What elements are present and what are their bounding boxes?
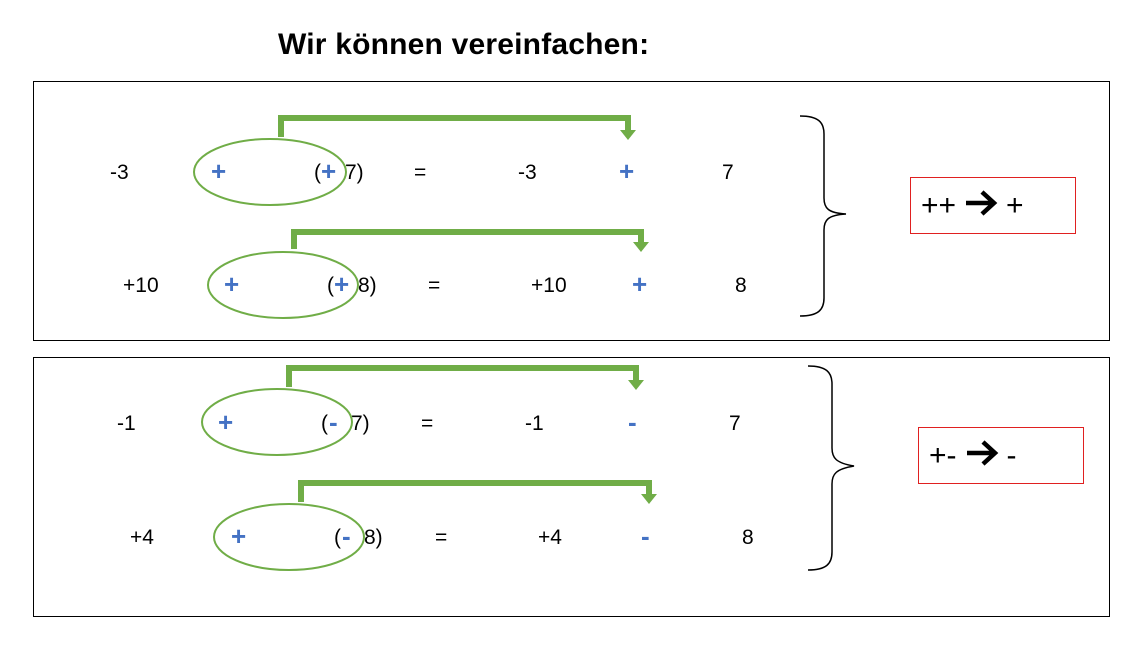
- term-left: -1: [117, 412, 136, 435]
- result-term-left: -1: [525, 412, 544, 435]
- term-left: -3: [110, 161, 129, 184]
- term-right: 7): [345, 161, 364, 184]
- term-left: +4: [130, 526, 154, 549]
- result-sign: -: [628, 407, 637, 437]
- arrow-right-icon: [964, 189, 998, 223]
- panel-mixed-signs: [33, 357, 1110, 617]
- arrow-right-icon: [965, 439, 999, 473]
- panel-same-signs: [33, 81, 1110, 341]
- result-term-right: 8: [735, 274, 747, 297]
- term-right: 8): [364, 526, 383, 549]
- result-term-right: 8: [742, 526, 754, 549]
- equals-sign: =: [414, 161, 427, 184]
- result-sign: -: [641, 521, 650, 551]
- paren-open: (: [327, 274, 334, 297]
- operator-sign: +: [218, 407, 234, 437]
- equals-sign: =: [428, 274, 441, 297]
- inner-sign: +: [321, 156, 337, 186]
- page-title: Wir können vereinfachen:: [278, 28, 650, 61]
- equals-sign: =: [435, 526, 448, 549]
- result-term-left: -3: [518, 161, 537, 184]
- term-left: +10: [123, 274, 159, 297]
- operator-sign: +: [211, 156, 227, 186]
- rule-right: +: [1006, 188, 1024, 222]
- paren-open: (: [334, 526, 341, 549]
- result-term-left: +10: [531, 274, 567, 297]
- term-right: 8): [358, 274, 377, 297]
- rule-left: ++: [921, 188, 957, 222]
- term-right: 7): [351, 412, 370, 435]
- inner-sign: -: [329, 407, 338, 437]
- result-term-right: 7: [729, 412, 741, 435]
- result-term-right: 7: [722, 161, 734, 184]
- operator-sign: +: [231, 521, 247, 551]
- rule-right: -: [1006, 438, 1017, 472]
- rule-box: +- -: [918, 427, 1084, 484]
- paren-open: (: [321, 412, 328, 435]
- rule-left: +-: [929, 438, 957, 472]
- result-term-left: +4: [538, 526, 562, 549]
- result-sign: +: [619, 156, 635, 186]
- operator-sign: +: [224, 269, 240, 299]
- inner-sign: +: [334, 269, 350, 299]
- equals-sign: =: [421, 412, 434, 435]
- rule-box: ++ +: [910, 177, 1076, 234]
- inner-sign: -: [342, 521, 351, 551]
- paren-open: (: [314, 161, 321, 184]
- result-sign: +: [632, 269, 648, 299]
